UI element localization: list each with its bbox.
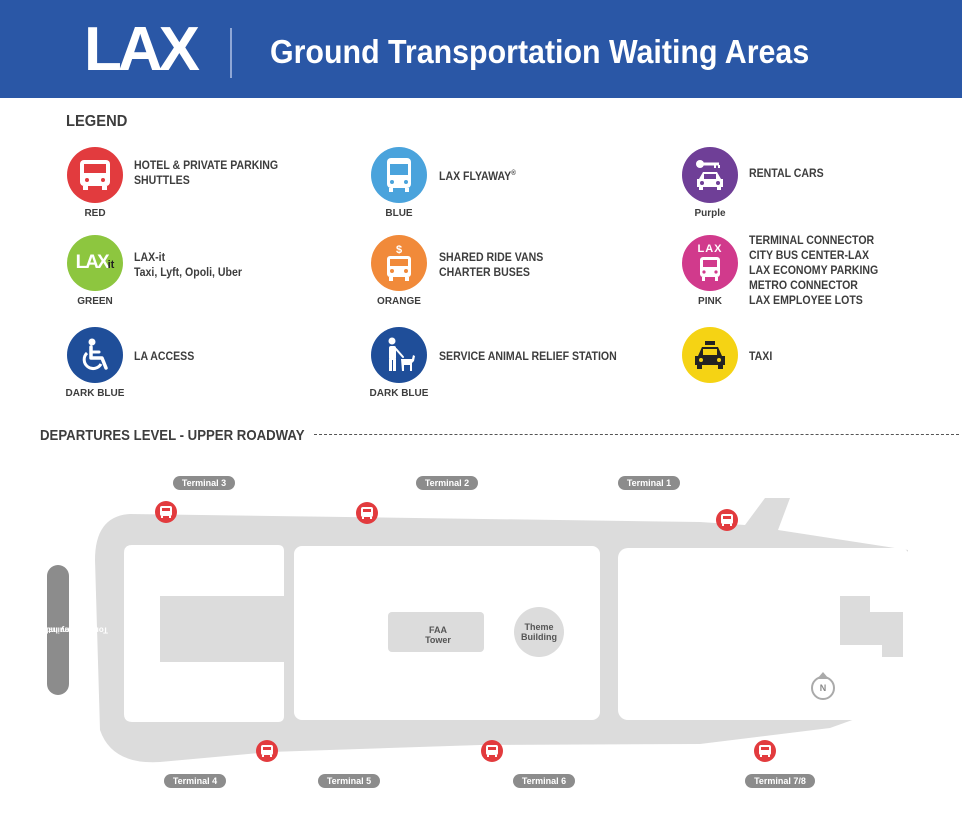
legend-color-name: DARK BLUE <box>65 388 125 399</box>
terminal-tag: Terminal 1 <box>618 476 680 490</box>
lax-bus-icon-text: LAX <box>697 242 723 255</box>
van-dollar-icon: $ <box>371 235 427 291</box>
header-divider <box>230 28 232 78</box>
wheelchair-icon <box>67 327 123 383</box>
page-title: Ground Transportation Waiting Areas <box>270 33 810 70</box>
lax-it-logo-text: LAX <box>75 252 110 273</box>
roadway-map <box>95 498 910 763</box>
legend-label-line: SHARED RIDE VANS <box>439 250 544 264</box>
north-arrow-tip <box>817 672 829 679</box>
shuttle-stop-icon <box>155 501 177 523</box>
shuttle-stop-icon <box>256 740 278 762</box>
legend-color-name: ORANGE <box>377 296 421 307</box>
faa-tower-label: FAA Tower <box>398 625 478 645</box>
flyaway-bus-icon <box>371 147 427 203</box>
shuttle-stop-icon <box>356 502 378 524</box>
legend-label-line: TAXI <box>749 349 773 363</box>
legend-label-line: RENTAL CARS <box>749 166 824 180</box>
terminal-tag-tom-bradley: Tom Bradley Int'l Terminal(Terminal B) <box>9 565 107 695</box>
legend-label-line: CITY BUS CENTER-LAX <box>749 248 870 262</box>
shuttle-stop-icon <box>716 509 738 531</box>
shuttle-stop-icon <box>481 740 503 762</box>
taxi-icon <box>682 327 738 383</box>
legend-color-name: DARK BLUE <box>369 388 429 399</box>
registered-mark: ® <box>511 170 516 177</box>
section-divider <box>314 434 959 435</box>
legend-color-name: PINK <box>698 296 722 307</box>
departures-heading: DEPARTURES LEVEL - UPPER ROADWAY <box>40 427 305 444</box>
inner-block-west <box>124 545 284 722</box>
legend-label-line: Taxi, Lyft, Opoli, Uber <box>134 265 242 279</box>
inner-block-east <box>618 548 910 720</box>
shuttle-stop-icon <box>754 740 776 762</box>
legend-label-line: LAX-it <box>134 250 166 264</box>
legend-color-name: GREEN <box>77 296 113 307</box>
theme-building-label: Theme Building <box>504 622 574 642</box>
legend-color-name: Purple <box>694 208 726 219</box>
theme-building-label-line: Theme <box>524 622 554 632</box>
legend-label-line: SERVICE ANIMAL RELIEF STATION <box>439 349 617 363</box>
service-animal-icon <box>371 327 427 383</box>
legend-label-line: TERMINAL CONNECTOR <box>749 233 875 247</box>
lax-logo: LAX <box>84 15 200 84</box>
terminal-tag: Terminal 3 <box>173 476 235 490</box>
faa-tower-label-line: Tower <box>425 635 451 645</box>
theme-building-label-line: Building <box>521 632 557 642</box>
legend-label-line: LAX EMPLOYEE LOTS <box>749 293 863 307</box>
terminal-tag: Terminal 5 <box>318 774 380 788</box>
legend-label-line: CHARTER BUSES <box>439 265 530 279</box>
terminal-tag: Terminal 6 <box>513 774 575 788</box>
header-banner: LAX Ground Transportation Waiting Areas <box>0 0 962 98</box>
north-label: N <box>819 683 827 693</box>
lax-it-logo-suffix: it <box>107 259 115 271</box>
legend-label-line: LAX ECONOMY PARKING <box>749 263 879 277</box>
legend-heading: LEGEND <box>66 113 128 130</box>
lax-bus-icon: LAX <box>682 235 738 291</box>
svg-text:$: $ <box>396 244 402 256</box>
faa-tower-block <box>388 612 484 652</box>
theme-building-circle <box>514 607 564 657</box>
terminal-tag: Terminal 7/8 <box>745 774 815 788</box>
legend-label-line: HOTEL & PRIVATE PARKING <box>134 158 279 172</box>
legend-label-line: LAX FLYAWAY <box>439 169 512 183</box>
faa-tower-label-line: FAA <box>429 625 447 635</box>
key-car-icon <box>682 147 738 203</box>
terminal-tag-tom-bradley-line: (Terminal B) <box>34 625 82 635</box>
east-building <box>840 596 903 657</box>
shuttle-bus-icon <box>67 147 123 203</box>
legend-label-line: METRO CONNECTOR <box>749 278 858 292</box>
terminal-tag: Terminal 2 <box>416 476 478 490</box>
legend-color-name: BLUE <box>385 208 413 219</box>
legend-label-line: LA ACCESS <box>134 349 195 363</box>
legend-label-line: SHUTTLES <box>134 173 190 187</box>
terminal-tag: Terminal 4 <box>164 774 226 788</box>
lax-it-logo: LAXit <box>67 235 123 291</box>
legend-color-name: RED <box>84 208 106 219</box>
